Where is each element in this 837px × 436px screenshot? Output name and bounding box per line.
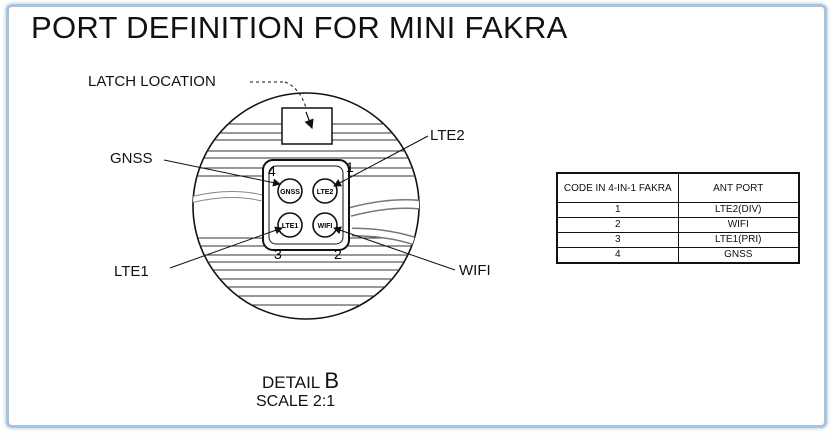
port-number-1: 1: [346, 159, 354, 175]
port-number-4: 4: [268, 163, 276, 179]
port-gnss-circle: [277, 178, 303, 204]
lte1-leader: [169, 226, 283, 269]
gnss-label: GNSS: [110, 150, 153, 167]
port-wifi-circle: [312, 212, 338, 238]
connector-housing: [262, 159, 350, 251]
table-header-code: CODE IN 4-IN-1 FAKRA: [556, 172, 679, 203]
lte1-label: LTE1: [114, 263, 149, 280]
table-cell-code: 3: [556, 232, 679, 248]
latch-location-label: LATCH LOCATION: [88, 73, 216, 90]
table-header-port: ANT PORT: [677, 172, 800, 203]
table-row: 1 LTE2(DIV): [556, 202, 800, 218]
wifi-leader: [333, 226, 456, 271]
table-header-row: CODE IN 4-IN-1 FAKRA ANT PORT: [556, 172, 800, 203]
table-cell-code: 2: [556, 217, 679, 233]
port-number-3: 3: [274, 246, 282, 262]
table-cell-port: WIFI: [677, 217, 800, 233]
port-lte2-text: LTE2: [317, 189, 334, 196]
table-row: 4 GNSS: [556, 247, 800, 264]
port-lte2-circle: [312, 178, 338, 204]
scale-caption: SCALE 2:1: [256, 393, 336, 410]
port-table: CODE IN 4-IN-1 FAKRA ANT PORT 1 LTE2(DIV…: [556, 172, 800, 264]
lte2-leader: [333, 135, 429, 187]
figure-frame: [6, 4, 827, 428]
table-cell-port: LTE1(PRI): [677, 232, 800, 248]
port-wifi-text: WIFI: [318, 223, 333, 230]
page-title: PORT DEFINITION FOR MINI FAKRA: [31, 10, 568, 45]
port-lte1-text: LTE1: [282, 223, 299, 230]
table-cell-code: 1: [556, 202, 679, 218]
detail-text: DETAIL: [262, 373, 325, 392]
port-lte1-circle: [277, 212, 303, 238]
table-row: 2 WIFI: [556, 217, 800, 233]
port-gnss-text: GNSS: [280, 189, 300, 196]
port-number-2: 2: [334, 246, 342, 262]
detail-caption: DETAIL B: [262, 368, 339, 394]
table-cell-port: GNSS: [677, 247, 800, 264]
table-cell-code: 4: [556, 247, 679, 264]
lte2-label: LTE2: [430, 127, 465, 144]
table-row: 3 LTE1(PRI): [556, 232, 800, 248]
wifi-label: WIFI: [459, 262, 491, 279]
table-cell-port: LTE2(DIV): [677, 202, 800, 218]
gnss-leader: [163, 159, 281, 187]
detail-letter: B: [324, 368, 340, 393]
